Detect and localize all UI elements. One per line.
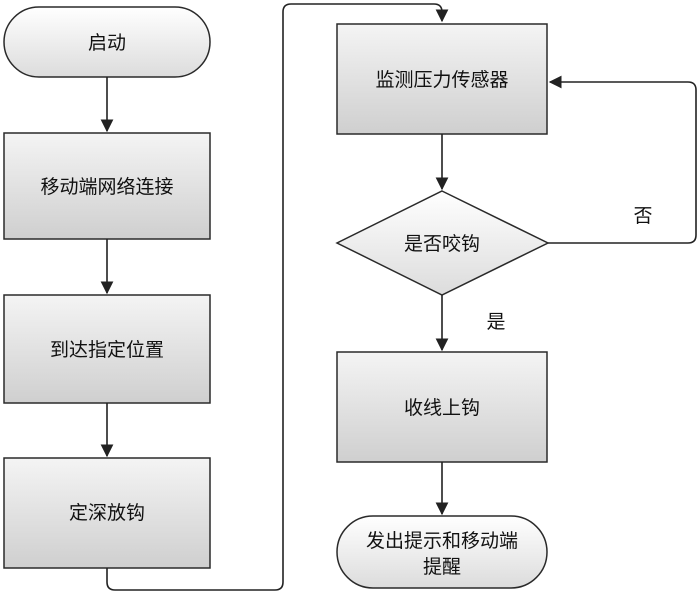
yes-branch-label: 是: [486, 311, 505, 333]
lower-node: 定深放钩: [3, 457, 211, 569]
connect-label: 移动端网络连接: [40, 176, 173, 198]
start-node: 启动: [3, 6, 211, 78]
no-branch-label: 否: [633, 205, 652, 227]
decision-label: 是否咬钩: [404, 233, 480, 255]
start-label: 启动: [88, 32, 126, 54]
reach-label: 到达指定位置: [50, 339, 164, 361]
reel-node: 收线上钩: [336, 351, 548, 463]
lower-label: 定深放钩: [69, 502, 145, 524]
monitor-label: 监测压力传感器: [375, 69, 508, 91]
no-branch-loop: [548, 75, 697, 244]
connector-lower-to-monitor: [106, 3, 449, 591]
reach-node: 到达指定位置: [3, 294, 211, 404]
reel-label: 收线上钩: [404, 397, 480, 419]
connect-node: 移动端网络连接: [3, 132, 211, 240]
decision-node: 是否咬钩: [335, 190, 550, 296]
notify-label-line1: 发出提示和移动端: [366, 530, 518, 552]
monitor-node: 监测压力传感器: [336, 23, 548, 135]
notify-node: 发出提示和移动端 提醒: [336, 515, 548, 589]
notify-label-line2: 提醒: [423, 556, 461, 578]
